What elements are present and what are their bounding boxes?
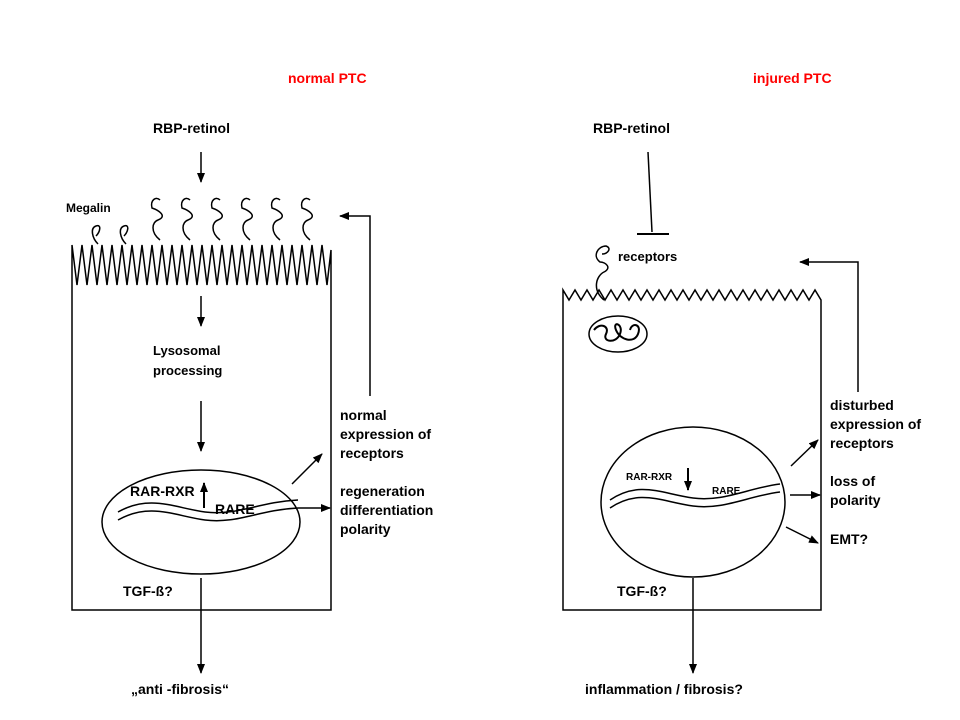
left-outcome-label: „anti -fibrosis“ <box>131 681 229 697</box>
vesicle <box>588 315 648 353</box>
right-tgf-label: TGF-ß? <box>617 583 667 599</box>
right-feedback-arrow <box>799 258 859 392</box>
right-rar-rxr-label: RAR-RXR <box>626 472 673 483</box>
receptor-squiggle <box>180 197 193 241</box>
right-inhibit-line <box>647 151 653 233</box>
right-dna-strand-2 <box>609 491 781 509</box>
right-panel: injured PTC RBP-retinol receptors RAR-RX… <box>562 70 921 697</box>
left-rar-rxr-label: RAR-RXR <box>130 483 195 499</box>
right-nucleus <box>600 426 786 578</box>
normal-cell-outline <box>71 244 332 611</box>
right-dna-strand-1 <box>609 483 781 501</box>
receptor-squiggle <box>300 197 313 241</box>
megalin-label: Megalin <box>66 201 111 215</box>
right-rare-label: RARE <box>712 486 741 497</box>
left-panel: normal PTC RBP-retinol Megalin Lysosomal… <box>66 70 433 697</box>
left-dna-strand-2 <box>117 507 299 522</box>
left-rare-label: RARE <box>215 501 255 517</box>
right-outcome-label: inflammation / fibrosis? <box>585 681 743 697</box>
receptor-squiggle <box>119 224 129 245</box>
right-effect-3: receptors <box>830 435 894 451</box>
internalized-receptor <box>593 323 640 342</box>
receptor-squiggle <box>91 224 101 245</box>
right-effect-6: EMT? <box>830 531 868 547</box>
right-effect-arrow-up <box>790 439 819 467</box>
right-receptor-squiggle <box>595 245 610 301</box>
right-receptors-label: receptors <box>618 249 677 264</box>
right-title: injured PTC <box>753 70 832 86</box>
left-dna-strand-1 <box>117 499 299 514</box>
left-effect-3: receptors <box>340 445 404 461</box>
left-rbp-label: RBP-retinol <box>153 120 230 136</box>
left-effect-1: normal <box>340 407 387 423</box>
left-tgf-label: TGF-ß? <box>123 583 173 599</box>
left-effect-2: expression of <box>340 426 431 442</box>
left-effect-4: regeneration <box>340 483 425 499</box>
receptor-squiggle <box>270 197 283 241</box>
left-effect-6: polarity <box>340 521 391 537</box>
left-nucleus <box>101 469 301 575</box>
megalin-receptors <box>91 197 313 245</box>
left-effect-arrow-up <box>291 453 323 485</box>
left-feedback-arrow <box>339 212 371 396</box>
right-effect-arrow-down <box>785 526 819 544</box>
receptor-squiggle <box>210 197 223 241</box>
receptor-squiggle <box>240 197 253 241</box>
lysosomal-label-1: Lysosomal <box>153 343 220 358</box>
left-title: normal PTC <box>288 70 367 86</box>
injured-cell-outline <box>562 287 822 611</box>
left-effect-5: differentiation <box>340 502 433 518</box>
right-effect-2: expression of <box>830 416 921 432</box>
receptor-squiggle <box>150 197 163 241</box>
right-effect-5: polarity <box>830 492 881 508</box>
right-effect-4: loss of <box>830 473 875 489</box>
right-effect-1: disturbed <box>830 397 894 413</box>
right-rbp-label: RBP-retinol <box>593 120 670 136</box>
lysosomal-label-2: processing <box>153 363 222 378</box>
